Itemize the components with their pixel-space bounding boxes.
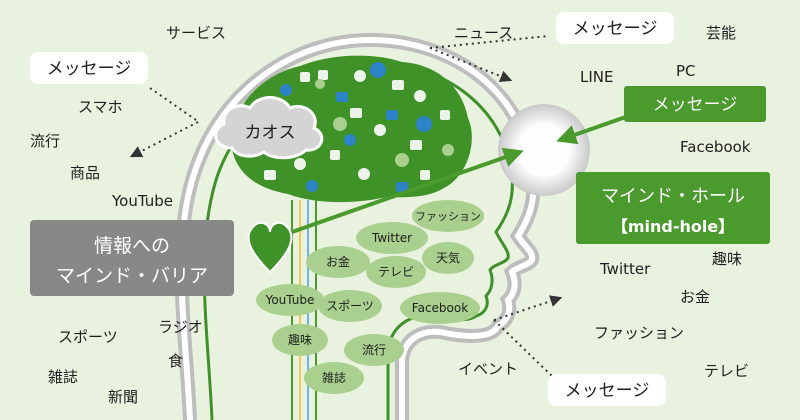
bubble-youtube: YouTube — [265, 293, 315, 307]
message-pill-top-right: メッセージ — [556, 12, 674, 44]
bubble-labels: Twitter ファッション お金 テレビ 天気 YouTube スポーツ Fa… — [265, 210, 481, 385]
bubble-trend: 流行 — [362, 343, 386, 357]
bubble-hobby: 趣味 — [288, 332, 312, 347]
dotted-arrows — [129, 35, 563, 377]
word-hobby: 趣味 — [712, 250, 742, 268]
head-outline — [174, 32, 541, 420]
word-youtube: YouTube — [111, 192, 173, 210]
mind-barrier-box: 情報への マインド・バリア — [30, 220, 234, 296]
word-facebook: Facebook — [680, 138, 751, 156]
word-magazine: 雑誌 — [48, 368, 78, 386]
mind-hole-box: マインド・ホール 【mind-hole】 — [576, 172, 770, 244]
topic-bubbles — [256, 200, 484, 394]
bubble-tv: テレビ — [378, 265, 414, 279]
word-entertainment: 芸能 — [706, 24, 736, 42]
bubble-magazine: 雑誌 — [322, 370, 346, 385]
message-box-green: メッセージ — [624, 86, 766, 122]
word-line: LINE — [580, 68, 613, 86]
svg-text:マインド・ホール: マインド・ホール — [601, 186, 745, 207]
word-twitter: Twitter — [599, 260, 651, 278]
svg-text:メッセージ: メッセージ — [47, 59, 132, 79]
word-radio: ラジオ — [158, 318, 203, 336]
word-smartphone: スマホ — [78, 98, 123, 116]
svg-text:マインド・バリア: マインド・バリア — [56, 265, 208, 287]
word-trend: 流行 — [30, 132, 60, 150]
svg-text:【mind-hole】: 【mind-hole】 — [612, 217, 734, 236]
word-pc: PC — [676, 62, 696, 80]
svg-text:メッセージ: メッセージ — [565, 381, 650, 401]
brain-icon — [231, 55, 472, 203]
word-fashion: ファッション — [594, 324, 684, 342]
word-product: 商品 — [70, 164, 100, 182]
bubble-facebook: Facebook — [412, 301, 468, 315]
message-pill-top-left: メッセージ — [30, 52, 148, 84]
left-words: サービス スマホ 流行 商品 YouTube スポーツ ラジオ 雑誌 食 新聞 — [30, 24, 226, 406]
message-pill-bottom-right: メッセージ — [548, 374, 666, 406]
bubble-sports: スポーツ — [326, 299, 374, 313]
right-words: ニュース 芸能 LINE PC Facebook Twitter 趣味 お金 フ… — [454, 24, 751, 380]
word-money: お金 — [680, 288, 710, 306]
heart-icon — [247, 221, 293, 274]
chaos-cloud: カオス — [214, 96, 324, 160]
word-news: ニュース — [454, 24, 513, 42]
word-event: イベント — [458, 360, 518, 378]
bubble-weather: 天気 — [436, 250, 460, 265]
chaos-label: カオス — [245, 123, 296, 143]
heart-to-hole-arrow — [291, 147, 524, 234]
bubble-twitter: Twitter — [371, 231, 412, 245]
bubble-money: お金 — [326, 254, 350, 269]
word-newspaper: 新聞 — [108, 388, 138, 406]
bubble-fashion: ファッション — [415, 210, 481, 223]
svg-text:メッセージ: メッセージ — [573, 19, 658, 39]
word-tv: テレビ — [704, 362, 749, 380]
svg-text:メッセージ: メッセージ — [653, 95, 738, 115]
svg-text:情報への: 情報への — [94, 235, 170, 257]
word-food: 食 — [168, 352, 183, 370]
word-service: サービス — [166, 24, 226, 42]
word-sports: スポーツ — [58, 328, 118, 346]
